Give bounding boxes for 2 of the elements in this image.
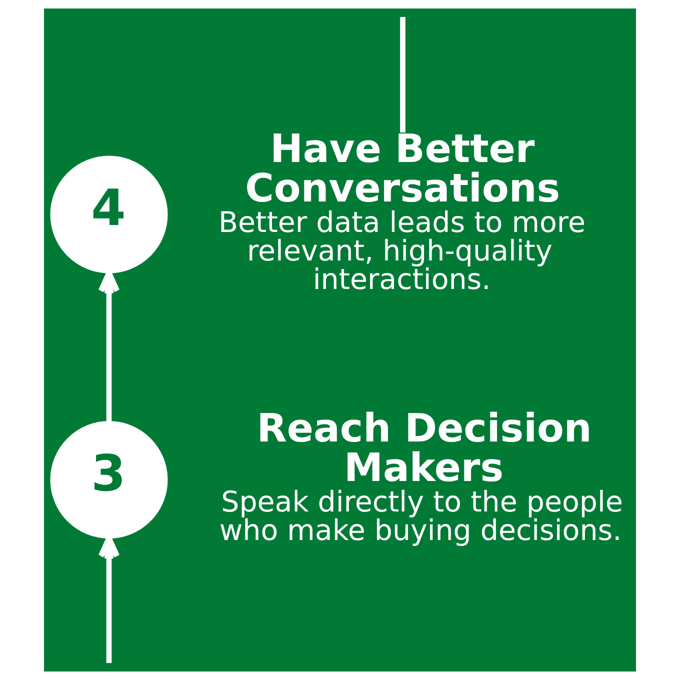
node-text: Reach Decision Makers Speak directly to the people who make buying decisions. xyxy=(219,406,623,547)
node-text: Have Better Conversations Better data leads to more relevant, high-quality interactions. xyxy=(218,127,586,296)
